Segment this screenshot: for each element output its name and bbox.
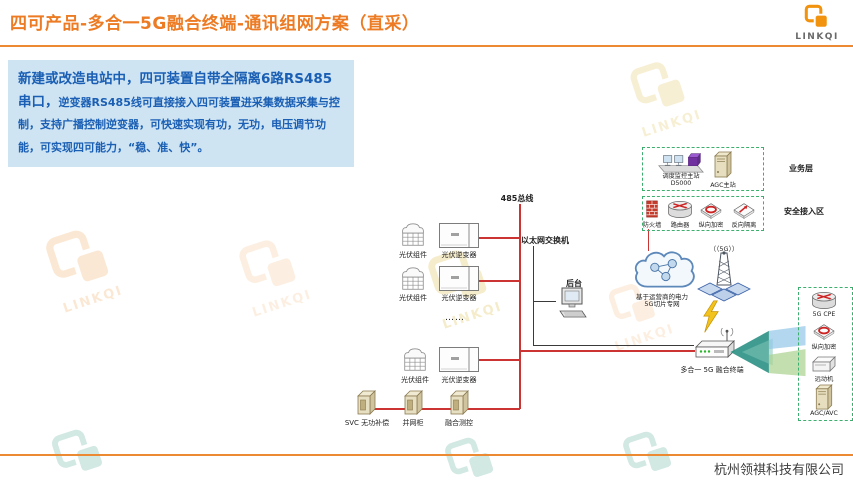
longitudinal-encryption-module-icon	[811, 322, 837, 340]
cloud-label: 基于运营商的电力 5G切片专网	[636, 293, 688, 309]
longitudinal-encryption-module-label: 纵向加密	[811, 344, 837, 351]
agc-master-station-label: AGC主站	[710, 182, 736, 189]
security-cloud-link	[648, 229, 650, 251]
pv-inverter-icon	[439, 347, 479, 372]
router-icon	[666, 200, 694, 219]
security-zone-box	[642, 196, 764, 231]
router-label: 路由器	[670, 222, 690, 229]
footer-divider	[0, 454, 853, 456]
svc-compensation-label: SVC 无功补偿	[344, 419, 390, 427]
linkqi-logo-text: LINKQI	[795, 32, 839, 42]
agc-avc-server-icon	[813, 384, 835, 411]
pv-rows-ellipsis: ……	[445, 313, 465, 323]
wireless-signal-bolt-icon	[702, 300, 720, 334]
intro-emphasis: 新建或改造电站中，四可装置自带全隔离6路RS485串口，	[18, 71, 333, 110]
base-station-tower-icon	[694, 251, 754, 303]
telecontrol-unit-label: 远动机	[814, 376, 834, 383]
grid-cabinet-icon	[401, 389, 425, 417]
intro-text-block: 新建或改造电站中，四可装置自带全隔离6路RS485串口，逆变器RS485线可直接…	[8, 60, 354, 167]
intro-body: 逆变器RS485线可直接接入四可装置进采集数据采集与控制，支持广播控制逆变器，可…	[18, 95, 340, 155]
dispatch-master-station-label: 调度监控主站 D5000	[662, 173, 699, 187]
pv-module-label: 光伏组件	[399, 294, 427, 302]
dispatch-master-station-system: D5000	[670, 180, 692, 188]
ethernet-line	[533, 246, 535, 346]
rs485-bus-line	[519, 204, 521, 409]
pv-inverter-icon	[439, 266, 479, 291]
ethernet-terminal-link	[533, 345, 694, 347]
dispatch-master-station-icon	[654, 150, 708, 174]
company-name: 杭州领祺科技有限公司	[713, 463, 844, 478]
ethernet-backend-link	[533, 301, 556, 303]
agc-master-station-icon	[712, 151, 734, 179]
longitudinal-encryption-label: 纵向加密	[698, 222, 724, 229]
fusion-control-label: 融合测控	[445, 419, 473, 427]
header-divider	[0, 45, 853, 47]
fusion-control-icon	[447, 389, 471, 417]
pv-inverter-label: 光伏逆变器	[441, 376, 477, 384]
5g-cpe-label: 5G CPE	[812, 311, 836, 318]
5g-cpe-icon	[810, 291, 838, 310]
longitudinal-encryption-icon	[698, 201, 724, 219]
pv-module-icon	[401, 347, 429, 373]
security-zone-label: 安全接入区	[784, 207, 824, 216]
reverse-isolation-label: 反向隔离	[731, 222, 757, 229]
firewall-label: 防火墙	[642, 222, 662, 229]
inverter3-bus-link	[479, 359, 519, 361]
5g-network-cloud-icon	[628, 248, 700, 294]
linkqi-logo: LINKQI	[791, 4, 843, 42]
base-station-label: （（5G））	[709, 245, 739, 253]
telecontrol-unit-icon	[811, 355, 837, 373]
cloud-label-line2: 5G切片专网	[644, 300, 680, 309]
pv-module-label: 光伏组件	[399, 251, 427, 259]
pv-module-label: 光伏组件	[401, 376, 429, 384]
backend-label: 后台	[566, 279, 582, 288]
pv-inverter-label: 光伏逆变器	[441, 251, 477, 259]
pv-inverter-icon	[439, 223, 479, 248]
inverter1-bus-link	[479, 237, 519, 239]
pv-module-icon	[399, 222, 427, 248]
agc-avc-server-label: AGC/AVC	[810, 410, 838, 417]
inverter2-bus-link	[479, 280, 519, 282]
business-zone-box	[642, 147, 764, 191]
5g-fusion-terminal-label: 多合一 5G 融合终端	[680, 366, 744, 374]
pv-inverter-label: 光伏逆变器	[441, 294, 477, 302]
left-flow-arrow-icon	[728, 326, 806, 378]
rs485-bus-label: 485总线	[500, 194, 534, 203]
page-title: 四可产品-多合一5G融合终端-通讯组网方案（直采）	[10, 14, 420, 34]
bottom-device-chain-line	[358, 408, 520, 410]
pv-module-icon	[399, 266, 427, 292]
grid-cabinet-label: 并网柜	[402, 419, 424, 427]
backend-computer-icon	[556, 287, 588, 319]
ethernet-switch-label: 以太网交换机	[521, 236, 569, 245]
cloud-label-line1: 基于运营商的电力	[636, 293, 688, 301]
business-zone-label: 业务层	[789, 164, 813, 173]
bus-terminal-link	[519, 350, 695, 352]
reverse-isolation-icon	[731, 201, 757, 219]
svc-compensation-icon	[354, 389, 378, 417]
firewall-icon	[645, 200, 659, 218]
dispatch-master-station-name: 调度监控主站	[662, 173, 700, 180]
